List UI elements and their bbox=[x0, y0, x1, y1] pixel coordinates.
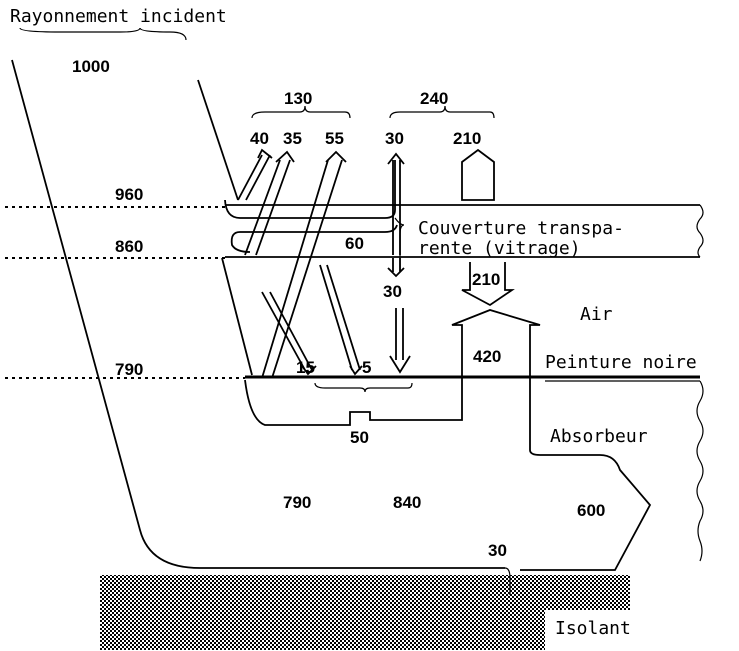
arrow-210-down bbox=[461, 262, 515, 307]
label-air: Air bbox=[580, 304, 613, 325]
arrow-55 bbox=[261, 150, 347, 379]
value-5: 5 bbox=[362, 358, 371, 377]
arrow-15 bbox=[261, 291, 317, 376]
title: Rayonnement incident bbox=[10, 6, 227, 27]
glass-band-2 bbox=[230, 231, 251, 253]
arrow-210-up bbox=[461, 148, 495, 201]
arrow-40 bbox=[237, 148, 273, 201]
value-790-bottom: 790 bbox=[283, 493, 311, 512]
value-30-up: 30 bbox=[385, 129, 404, 148]
useful-600-arrow bbox=[520, 449, 652, 571]
brace-under-paint bbox=[314, 382, 413, 393]
value-210-down: 210 bbox=[472, 270, 500, 289]
value-960: 960 bbox=[115, 185, 143, 204]
value-30-down: 30 bbox=[383, 282, 402, 301]
arrow-35 bbox=[244, 150, 295, 256]
value-60: 60 bbox=[345, 234, 364, 253]
value-790-top: 790 bbox=[115, 360, 143, 379]
glass-band-1 bbox=[224, 160, 396, 219]
beam-860-edge bbox=[221, 257, 253, 376]
arrow-5 bbox=[319, 264, 363, 376]
label-cover-1: Couverture transpa- bbox=[418, 218, 624, 239]
value-50: 50 bbox=[350, 428, 369, 447]
arrow-30-down bbox=[389, 308, 411, 374]
absorber-break bbox=[696, 380, 704, 562]
label-paint: Peinture noire bbox=[545, 352, 697, 373]
value-30-insul: 30 bbox=[488, 541, 507, 560]
insulation-bottom bbox=[100, 612, 550, 650]
value-55: 55 bbox=[325, 129, 344, 148]
cover-break bbox=[696, 204, 704, 258]
arrow-420-up bbox=[451, 309, 541, 450]
brace-130 bbox=[251, 105, 351, 119]
label-absorber: Absorbeur bbox=[550, 426, 648, 447]
value-40: 40 bbox=[250, 129, 269, 148]
insulation-label-bg bbox=[545, 610, 645, 650]
insulation-top bbox=[100, 575, 630, 615]
value-840: 840 bbox=[393, 493, 421, 512]
value-35: 35 bbox=[283, 129, 302, 148]
arrow-30-up bbox=[387, 152, 405, 255]
value-210-up: 210 bbox=[453, 129, 481, 148]
incident-beam-left-edge bbox=[11, 59, 505, 569]
value-15: 15 bbox=[296, 358, 315, 377]
value-860: 860 bbox=[115, 237, 143, 256]
incident-beam-right-edge bbox=[197, 79, 239, 201]
value-240: 240 bbox=[420, 89, 448, 108]
value-600: 600 bbox=[577, 501, 605, 520]
insulation-30-arrow bbox=[504, 567, 511, 595]
title-brace bbox=[19, 27, 187, 41]
value-420: 420 bbox=[473, 347, 501, 366]
loss-50-loop bbox=[244, 379, 463, 426]
arrow-30-glass-down bbox=[387, 258, 405, 278]
brace-240 bbox=[389, 105, 495, 119]
value-incident: 1000 bbox=[72, 57, 110, 76]
label-insulation: Isolant bbox=[555, 618, 631, 639]
label-cover-2: rente (vitrage) bbox=[418, 238, 581, 259]
value-130: 130 bbox=[284, 89, 312, 108]
